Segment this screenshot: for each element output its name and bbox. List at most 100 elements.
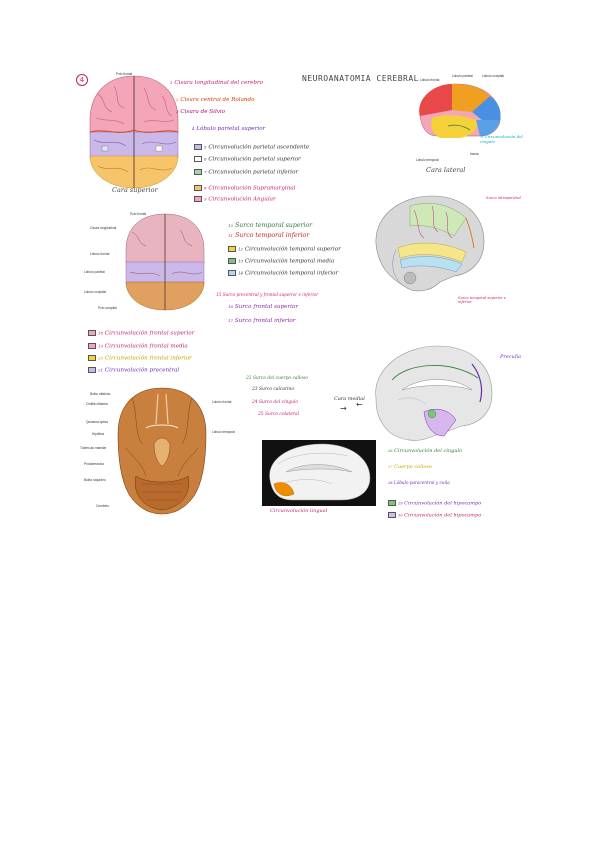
note-number: 3 (176, 109, 179, 114)
note-text: Surco calcarino (259, 387, 294, 392)
bullet-swatch (388, 500, 396, 506)
note-number: 19 (98, 344, 103, 349)
note-number: 24 (252, 400, 258, 405)
lateral-caption: Cara lateral (426, 166, 465, 174)
note-item: 14 Circunvolución temporal inferior (228, 270, 338, 277)
note-text: Surco precentral y frontal superior e in… (223, 292, 319, 297)
bullet-swatch (194, 156, 202, 162)
note-item: 12 Circunvolución temporal superior (228, 246, 341, 253)
bullet-swatch (88, 355, 96, 361)
note-text: Cisura central de Rolando (180, 97, 254, 103)
note-item: 27 Cuerpo calloso (388, 464, 432, 470)
small-label: Lóbulo frontal (90, 252, 109, 256)
lingual-caption: Circunvolución lingual (270, 508, 327, 514)
note-text: Surco temporal superior (235, 222, 312, 229)
note-text: Circunvolución del cíngulo (394, 448, 462, 454)
bullet-swatch (194, 196, 202, 202)
note-item: 2 Cisura central de Rolando (176, 97, 254, 103)
note-text: Circunvolución frontal media (105, 344, 188, 350)
note-text: Surco del cíngulo (259, 400, 298, 405)
note-text: Lóbulo paracentral y cuña (394, 480, 450, 485)
bullet-swatch (228, 246, 236, 252)
note-text: Circunvolución parietal superior (208, 157, 300, 163)
bullet-swatch (88, 343, 96, 349)
note-text: Circunvolución temporal superior (245, 247, 341, 253)
inferior-label: Tubérculo mamilar (80, 446, 106, 450)
small-label: Polo frontal (130, 212, 146, 216)
lateral-cyan-note: ✳ Circunvolución del cíngulo (480, 134, 530, 144)
note-text: Surco del cuerpo calloso (253, 376, 308, 381)
lateral-detail-note-1: Surco intraparietal (486, 196, 526, 200)
note-item: 4 Lóbulo parietal superior (192, 126, 265, 132)
note-text: Cisura longitudinal del cerebro (174, 80, 263, 86)
inferior-label: Bulbo olfatorio (90, 392, 110, 396)
bullet-swatch (194, 144, 202, 150)
note-number: 14 (238, 271, 243, 276)
bullet-swatch (194, 169, 202, 175)
note-item: 9 Circunvolución Angular (194, 196, 276, 203)
note-text: Circunvolución del hipocampo (404, 501, 481, 507)
note-number: 17 (228, 318, 233, 323)
note-item: 23 Surco calcarino (252, 387, 294, 392)
inferior-label: Protuberancia (84, 462, 104, 466)
note-item: 17 Surco frontal inferior (228, 318, 295, 324)
note-number: 16 (228, 304, 233, 309)
small-label: Cisura longitudinal (90, 226, 116, 230)
note-number: 28 (388, 481, 393, 485)
note-text: Circunvolución del hipocampo (404, 513, 481, 519)
bullet-swatch (388, 512, 396, 518)
note-text: Circunvolución temporal inferior (245, 271, 338, 277)
note-item: 1 Cisura longitudinal del cerebro (170, 80, 263, 86)
note-item: 30 Circunvolución del hipocampo (388, 512, 481, 519)
note-number: 1 (170, 80, 173, 85)
note-number: 25 (258, 412, 264, 417)
note-text: Circunvolución frontal inferior (105, 356, 192, 362)
note-item: 16 Surco frontal superior (228, 304, 298, 310)
note-number: 15 (216, 292, 221, 297)
note-number: 6 (204, 157, 207, 162)
note-number: 18 (98, 331, 103, 336)
note-item: 13 Circunvolución temporal media (228, 258, 334, 265)
small-label: Lóbulo parietal (84, 270, 105, 274)
note-text: Surco frontal inferior (235, 318, 296, 324)
note-text: Surco temporal inferior (235, 232, 309, 239)
note-item: 10 Surco temporal superior (228, 222, 312, 229)
small-label: Polo occipital (98, 306, 117, 310)
bullet-swatch (228, 270, 236, 276)
note-item: 3 Cisura de Silvio (176, 109, 225, 115)
inferior-label: Quiasma óptico (86, 420, 108, 424)
inferior-label: Bulbo raquídeo (84, 478, 106, 482)
note-item: 28 Lóbulo paracentral y cuña (388, 480, 450, 485)
note-item: 7 Circunvolución parietal inferior (194, 169, 298, 176)
lateral-label-frontal: Lóbulo frontal (420, 78, 439, 82)
note-item: 18 Circunvolución frontal superior (88, 330, 194, 337)
lateral-detail-note-2: Surco temporal superior e inferior (458, 296, 514, 304)
right-arrow-icon: → (340, 404, 347, 413)
note-text: Circunvolución temporal media (245, 259, 334, 265)
note-number: 27 (388, 465, 393, 469)
bullet-swatch (228, 258, 236, 264)
note-number: 30 (398, 514, 403, 518)
note-number: 21 (98, 368, 103, 373)
small-label: Lóbulo occipital (84, 290, 106, 294)
inferior-label: Cerebelo (96, 504, 109, 508)
note-number: 12 (238, 247, 243, 252)
note-number: 20 (98, 356, 103, 361)
bullet-swatch (194, 185, 202, 191)
note-number: 7 (204, 170, 207, 175)
note-text: Circunvolución parietal ascendente (208, 145, 309, 151)
note-text: Circunvolución frontal superior (105, 331, 194, 337)
note-item: 8 Circunvolución Supramarginal (194, 185, 295, 192)
note-number: 22 (246, 376, 252, 381)
note-number: 29 (398, 502, 403, 506)
note-item: 11 Surco temporal inferior (228, 232, 309, 239)
left-arrow-icon: ← (356, 400, 363, 409)
lateral-label-temporal: Lóbulo temporal (416, 158, 439, 162)
note-item: 22 Surco del cuerpo calloso (246, 376, 308, 381)
note-item: 29 Circunvolución del hipocampo (388, 500, 481, 507)
page-title: NEUROANATOMIA CEREBRAL (302, 74, 419, 83)
note-item: 21 Circunvolución precentral (88, 367, 179, 374)
brain-top-small-figure (120, 212, 210, 312)
note-item: 24 Surco del cíngulo (252, 400, 298, 405)
brain-superior-figure (84, 74, 184, 190)
